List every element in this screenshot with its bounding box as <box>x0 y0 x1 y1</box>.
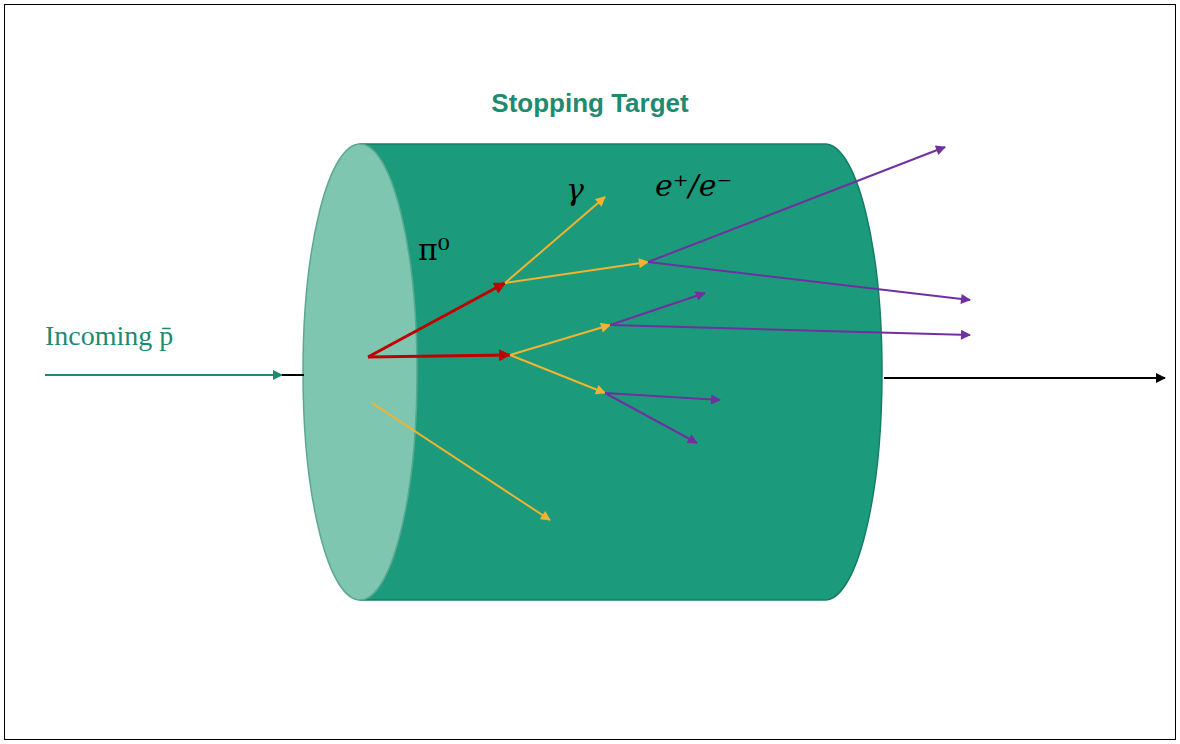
particle-label: γ <box>566 172 584 207</box>
target-heading: Stopping Target <box>491 88 688 119</box>
particle-label: e⁺/e⁻ <box>655 168 732 203</box>
cylinder-outline <box>295 80 885 610</box>
frame <box>5 5 1176 740</box>
particle-label: π⁰ <box>418 232 450 267</box>
beam-line <box>282 374 304 376</box>
cylinder-face <box>303 144 417 600</box>
beam-exit-arrow <box>884 377 1165 379</box>
beam-label: Incoming p̄ <box>45 320 173 352</box>
incoming-arrow <box>45 374 282 376</box>
cylinder-body <box>360 144 882 600</box>
pion-arrow <box>368 355 510 357</box>
stopping-target: Stopping Target <box>295 80 885 610</box>
